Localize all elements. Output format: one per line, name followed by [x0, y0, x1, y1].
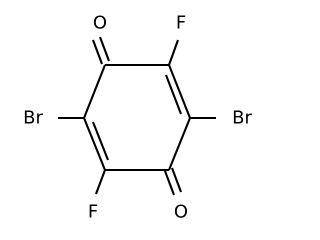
- bond-c1-o-top-b: [99, 36, 110, 62]
- atom-label-bromine-right: Br: [232, 108, 252, 129]
- bond-c5-f-bottom: [95, 169, 106, 195]
- atom-label-bromine-left: Br: [23, 108, 43, 129]
- atom-label-fluorine-bottom: F: [88, 202, 98, 223]
- bond-c2-c3: [168, 64, 191, 119]
- atom-label-oxygen-top: O: [93, 13, 107, 34]
- bond-c2-c3-inner: [165, 74, 182, 115]
- bond-c4-o-bottom-a: [164, 170, 175, 196]
- bond-c5-c6: [83, 117, 106, 171]
- bond-c1-o-top-a: [92, 39, 103, 65]
- atom-label-fluorine-top: F: [176, 13, 186, 34]
- molecule-diagram: O F Br Br F O: [23, 13, 252, 223]
- bond-c5-c6-inner: [92, 121, 109, 161]
- bond-c2-f-top: [168, 39, 179, 66]
- bond-c3-c4: [168, 117, 191, 171]
- bond-c4-o-bottom-b: [171, 167, 182, 193]
- atom-label-oxygen-bottom: O: [174, 202, 188, 223]
- bond-c6-c1: [83, 64, 106, 119]
